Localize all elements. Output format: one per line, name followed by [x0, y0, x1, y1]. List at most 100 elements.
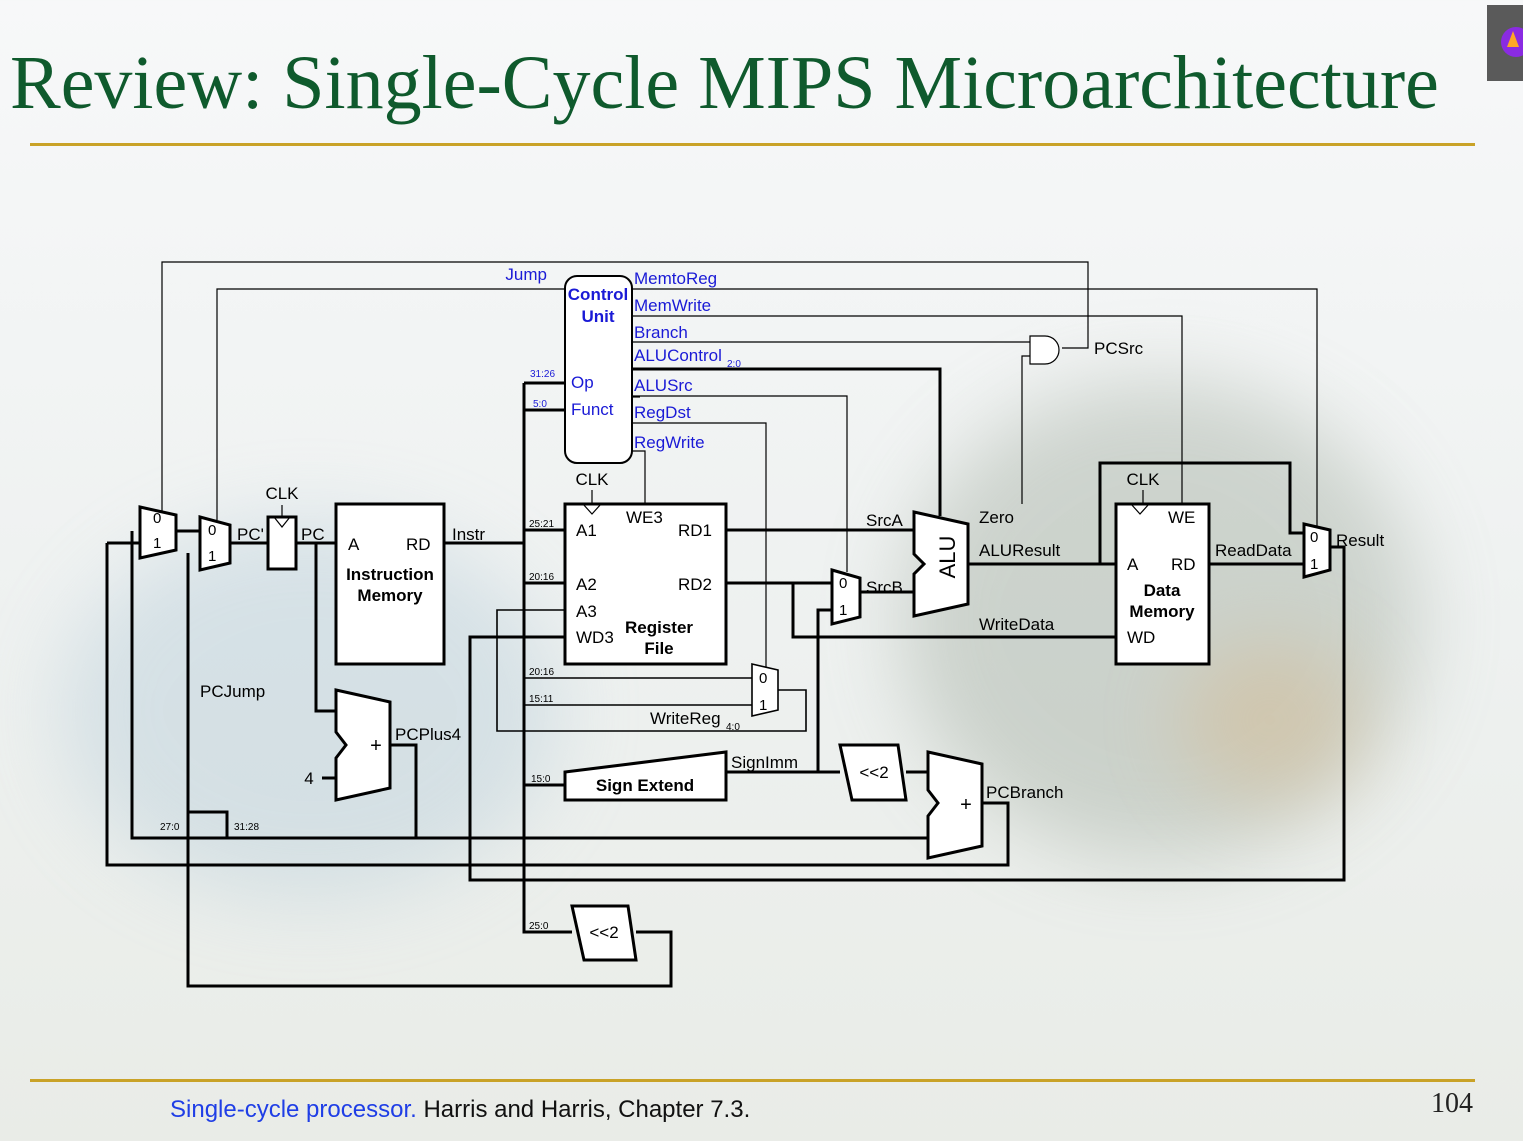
instr-bus — [522, 383, 572, 934]
imem-port-rd: RD — [406, 535, 431, 554]
svg-text:31:26: 31:26 — [530, 369, 555, 380]
svg-text:15:0: 15:0 — [531, 774, 551, 785]
bit-field-labels: 31:26 5:0 — [530, 369, 555, 410]
dm-clock-label: CLK — [1126, 470, 1160, 489]
regwrite-signal: RegWrite — [634, 433, 705, 452]
svg-text:27:0: 27:0 — [160, 822, 180, 833]
mux-writereg — [751, 662, 779, 718]
writereg-wire — [496, 609, 807, 732]
pc-clock-label: CLK — [265, 484, 299, 503]
svg-text:0: 0 — [759, 670, 767, 687]
svg-text:1: 1 — [1310, 556, 1318, 573]
jump-signal: Jump — [505, 265, 547, 284]
slide-title: Review: Single-Cycle MIPS Microarchitect… — [10, 41, 1439, 125]
footer-link[interactable]: Single-cycle processor. — [170, 1096, 417, 1123]
sign-extend-label: Sign Extend — [596, 776, 694, 795]
svg-text:15:11: 15:11 — [529, 694, 554, 705]
pcbranch-adder — [926, 750, 984, 860]
readdata-label: ReadData — [1215, 541, 1292, 560]
svg-text:0: 0 — [839, 575, 847, 592]
shift-left-branch — [838, 743, 908, 802]
svg-text:25:21: 25:21 — [529, 519, 554, 530]
funct-port: Funct — [571, 400, 614, 419]
instruction-memory-box — [334, 502, 446, 666]
svg-text:20:16: 20:16 — [529, 572, 554, 583]
svg-text:31:28: 31:28 — [234, 822, 259, 833]
pcbranch-feedback-wire — [105, 543, 1010, 867]
memtoreg-signal: MemtoReg — [634, 269, 717, 288]
control-unit-title-1: Control — [568, 285, 628, 304]
jump-join — [188, 810, 229, 838]
pcsrc-signal: PCSrc — [1094, 339, 1144, 358]
and-gate — [1029, 335, 1060, 365]
mux-pcjump — [198, 515, 232, 572]
aluresult-bypass — [1098, 461, 1304, 564]
constant-four: 4 — [304, 769, 313, 788]
aluresult-label: ALUResult — [979, 541, 1061, 560]
dm-name-1: Data — [1144, 581, 1181, 600]
op-port: Op — [571, 373, 594, 392]
dm-name-2: Memory — [1129, 602, 1195, 621]
title-rule — [30, 143, 1475, 146]
alu-label: ALU — [935, 536, 960, 579]
data-memory-box — [1114, 502, 1211, 666]
writereg-subscript: 4:0 — [726, 722, 740, 733]
sign-extend-shape — [563, 750, 728, 802]
shift-jump-label: <<2 — [589, 923, 618, 942]
imem-name-1: Instruction — [346, 565, 434, 584]
rf-port-a3: A3 — [576, 602, 597, 621]
alucontrol-wire — [632, 367, 942, 516]
dm-port-we: WE — [1168, 508, 1195, 527]
pcjump-low-wire — [130, 531, 416, 840]
datapath-wires — [105, 367, 1346, 988]
writereg-label: WriteReg — [650, 709, 721, 728]
mux-result — [1302, 522, 1332, 579]
footer-rule — [30, 1079, 1475, 1082]
branch-signal: Branch — [634, 323, 688, 342]
pcbranch-adder-sign: + — [960, 794, 972, 816]
svg-text:0: 0 — [1310, 529, 1318, 546]
rf-port-rd1: RD1 — [678, 521, 712, 540]
srca-label: SrcA — [866, 511, 904, 530]
pcplus4-label: PCPlus4 — [395, 725, 461, 744]
imem-port-a: A — [348, 535, 360, 554]
rf-clock-label: CLK — [575, 470, 609, 489]
dm-port-rd: RD — [1171, 555, 1196, 574]
pc-register-box — [266, 515, 298, 571]
page-number: 104 — [1431, 1088, 1473, 1119]
zero-to-and-wire — [1021, 355, 1030, 504]
pc-clk-triangle — [273, 516, 291, 528]
result-wire — [468, 545, 1346, 882]
memwrite-signal: MemWrite — [634, 296, 711, 315]
memwrite-wire — [632, 315, 1183, 505]
writereg-wires — [496, 609, 807, 732]
svg-text:20:16: 20:16 — [529, 667, 554, 678]
mux-input-labels: 0 1 0 1 0 1 0 1 0 1 — [153, 510, 1318, 714]
memtoreg-wire — [216, 288, 1318, 527]
flame-app-icon[interactable] — [1487, 5, 1523, 81]
dm-port-wd: WD — [1127, 628, 1155, 647]
srcb-label: SrcB — [866, 578, 903, 597]
alucontrol-subscript: 2:0 — [727, 359, 741, 370]
pcbranch-label: PCBranch — [986, 783, 1063, 802]
svg-text:0: 0 — [208, 522, 216, 539]
mux-srcb — [830, 568, 862, 626]
footer-reference: Harris and Harris, Chapter 7.3. — [416, 1096, 751, 1123]
signimm-to-mux — [816, 608, 832, 772]
background-scenery-window — [1180, 640, 1360, 800]
writedata-wire — [791, 583, 1116, 639]
zero-label: Zero — [979, 508, 1014, 527]
svg-text:5:0: 5:0 — [533, 399, 547, 410]
pcjump-wire — [186, 553, 673, 988]
signimm-label: SignImm — [731, 753, 798, 772]
pc-label: PC — [301, 525, 325, 544]
regdst-signal: RegDst — [634, 403, 691, 422]
rf-port-wd3: WD3 — [576, 628, 614, 647]
rf-name-2: File — [644, 639, 673, 658]
imem-name-2: Memory — [357, 586, 423, 605]
svg-text:1: 1 — [208, 548, 216, 565]
instr-label: Instr — [452, 525, 485, 544]
dm-clk-triangle — [1130, 503, 1150, 515]
svg-text:1: 1 — [153, 535, 161, 552]
